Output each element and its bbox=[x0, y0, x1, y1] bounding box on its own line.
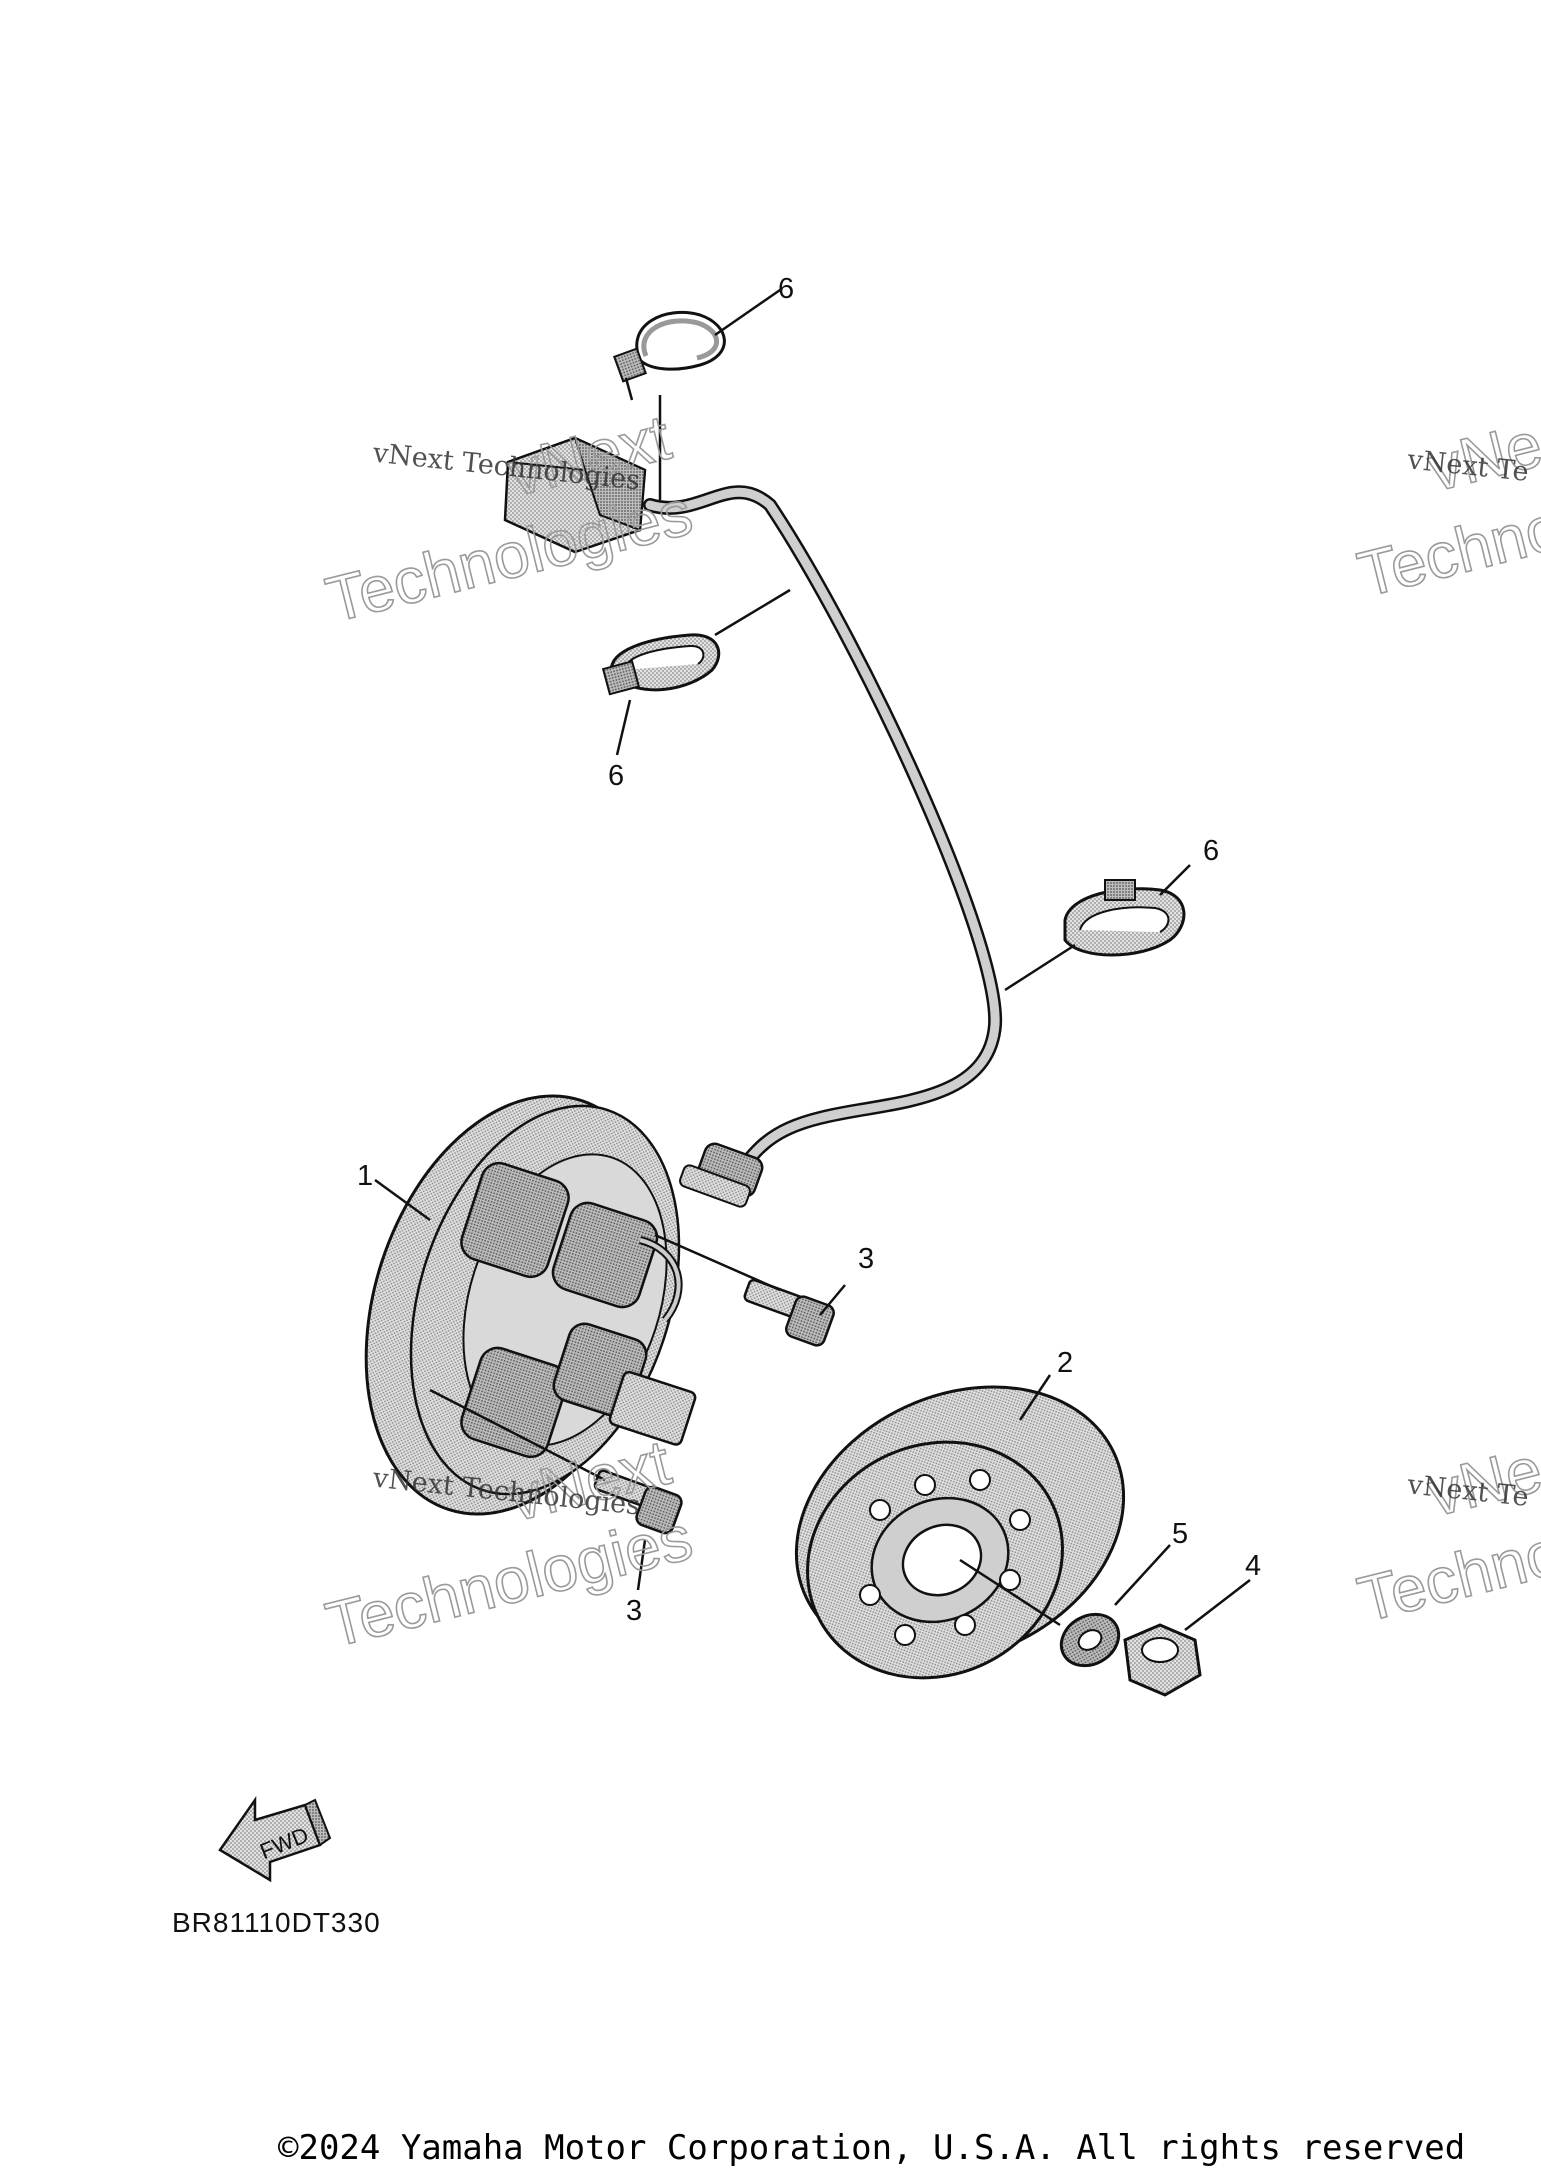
watermark-big-line2: Techno bbox=[1351, 491, 1541, 611]
wire-clamp-top bbox=[612, 310, 726, 401]
copyright-footer: ©2024 Yamaha Motor Corporation, U.S.A. A… bbox=[278, 2128, 1466, 2168]
leader-lines bbox=[374, 288, 1251, 1631]
callout-5: 5 bbox=[1172, 1518, 1188, 1550]
callout-6-right: 6 bbox=[1203, 835, 1219, 867]
nut bbox=[1123, 1623, 1202, 1697]
stator-assembly bbox=[364, 1094, 697, 1516]
callout-3-upper: 3 bbox=[858, 1243, 874, 1275]
callout-6-middle: 6 bbox=[608, 760, 624, 792]
wire-grommet bbox=[679, 1142, 764, 1208]
watermark-top-left: vNext Technologies vNext Technologies bbox=[318, 400, 700, 637]
lead-wire bbox=[643, 485, 1003, 1172]
screw-lower bbox=[593, 1469, 683, 1535]
callout-6-top: 6 bbox=[778, 273, 794, 305]
callout-2: 2 bbox=[1057, 1347, 1073, 1379]
watermark-top-right: vNe Techno vNext Te bbox=[1350, 407, 1541, 611]
watermark-bottom-right: vNe Techno vNext Te bbox=[1350, 1432, 1541, 1636]
callout-4: 4 bbox=[1245, 1550, 1261, 1582]
callouts: 6 6 6 1 3 3 2 5 4 bbox=[357, 273, 1261, 1627]
wire-clamp-middle bbox=[601, 633, 721, 696]
screw-upper bbox=[743, 1278, 835, 1347]
connector-coupler bbox=[503, 436, 647, 554]
watermark-big-line2: Techno bbox=[1351, 1516, 1541, 1636]
forward-arrow-icon: FWD bbox=[218, 1796, 332, 1883]
diagram-code: BR81110DT330 bbox=[172, 1907, 381, 1938]
washer bbox=[1059, 1612, 1121, 1668]
flywheel-rotor bbox=[794, 1385, 1126, 1680]
wire-clamp-right bbox=[1063, 879, 1186, 957]
callout-1: 1 bbox=[357, 1160, 373, 1192]
callout-3-lower: 3 bbox=[626, 1595, 642, 1627]
watermark-big-line2: Technologies bbox=[319, 1501, 699, 1661]
